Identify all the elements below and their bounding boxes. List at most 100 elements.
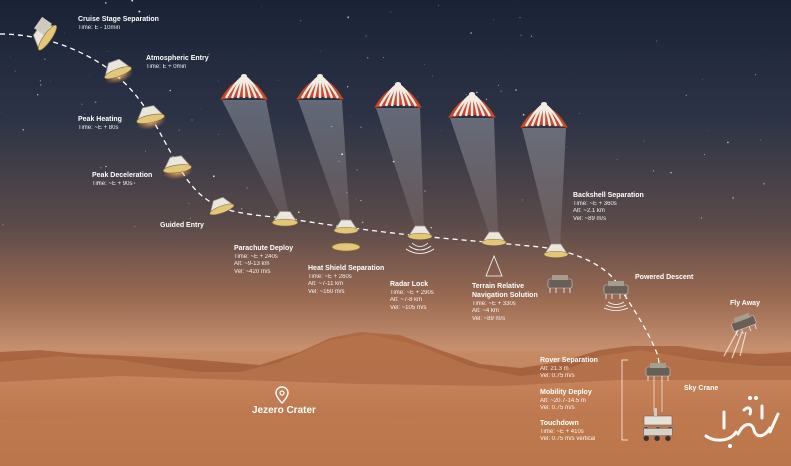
star xyxy=(131,0,134,2)
star xyxy=(521,199,523,201)
star xyxy=(439,130,441,131)
parachute-1 xyxy=(219,74,289,216)
stage-title: Atmospheric Entry xyxy=(146,55,209,62)
stage-detail: Alt: ~7-8 km xyxy=(390,297,423,304)
star xyxy=(88,75,90,76)
star xyxy=(520,34,522,37)
star xyxy=(652,170,655,172)
star xyxy=(430,226,432,229)
stage-detail: Time: E - 10min xyxy=(78,24,121,31)
star xyxy=(366,56,369,59)
star xyxy=(355,198,357,200)
label-backshell-separation: Backshell Separation Time: ~E + 360s Alt… xyxy=(573,192,644,223)
stage-title: Fly Away xyxy=(730,300,760,307)
star xyxy=(707,130,708,131)
star xyxy=(39,80,41,82)
star xyxy=(486,98,488,100)
star xyxy=(566,146,568,148)
star xyxy=(700,217,703,219)
star xyxy=(500,90,503,93)
star xyxy=(732,197,734,199)
capsule-backshell xyxy=(543,243,569,258)
star xyxy=(64,32,65,34)
stage-title: Cruise Stage Separation xyxy=(78,16,159,23)
capsule-trn xyxy=(481,231,507,246)
star xyxy=(350,116,351,117)
star xyxy=(133,8,134,9)
radar-wave-icon xyxy=(408,245,432,251)
star xyxy=(685,94,687,96)
star xyxy=(208,53,210,56)
stage-title: Rover Separation xyxy=(540,357,598,364)
star xyxy=(530,35,533,37)
star xyxy=(390,11,392,13)
thrust-wave-icon xyxy=(605,304,627,308)
stage-detail: Vel: 0.75 m/s vertical xyxy=(540,436,596,443)
star xyxy=(432,75,434,77)
bracket xyxy=(621,359,628,441)
star xyxy=(212,175,215,178)
stage-detail: Time: ~E + 410s xyxy=(540,428,584,435)
star xyxy=(178,129,180,131)
star xyxy=(482,88,483,89)
stage-detail: Alt: ~20.7-14.5 m xyxy=(540,397,586,404)
cruise-stage xyxy=(34,16,52,36)
star xyxy=(489,22,491,24)
stage-detail: Alt: ~2.1 km xyxy=(573,208,605,215)
star xyxy=(80,103,83,106)
stage-title: Radar Lock xyxy=(390,281,429,288)
stage-detail: Time: ~E + 290s xyxy=(390,289,434,296)
star xyxy=(727,141,729,144)
parachute-4 xyxy=(447,92,498,236)
stage-detail: Time: ~E + 90s xyxy=(92,180,133,187)
star xyxy=(200,108,201,110)
star xyxy=(424,63,426,65)
label-touchdown: Touchdown Time: ~E + 410s Vel: 0.75 m/s … xyxy=(540,420,595,444)
label-radar-lock: Radar Lock Time: ~E + 290s Alt: ~7-8 km … xyxy=(390,281,434,312)
parachute-5 xyxy=(519,102,569,248)
label-heat-shield-separation: Heat Shield Separation Time: ~E + 260s A… xyxy=(308,265,384,296)
rover-touchdown xyxy=(643,428,673,441)
star xyxy=(138,10,141,13)
star xyxy=(382,57,385,59)
capsule-guided-entry xyxy=(209,196,235,216)
stage-detail: Alt: ~9-13 km xyxy=(234,261,270,268)
star xyxy=(359,126,362,129)
star xyxy=(169,89,171,92)
stage-detail: Time: ~E + 330s xyxy=(472,300,516,307)
radar-wave-icon xyxy=(411,242,429,247)
descent-stage-powered xyxy=(603,281,629,299)
star xyxy=(261,6,262,7)
stage-title: Peak Heating xyxy=(78,116,122,123)
label-sky-crane: Sky Crane xyxy=(684,385,718,394)
stage-title: Parachute Deploy xyxy=(234,245,294,252)
star xyxy=(754,74,757,76)
star xyxy=(656,40,658,42)
stage-detail: Time: ~E + 360s xyxy=(573,200,617,207)
label-atmospheric-entry: Atmospheric Entry Time: E + 0min xyxy=(146,55,209,71)
star xyxy=(300,20,302,22)
capsule-parachute-deploy xyxy=(271,211,299,227)
stage-detail: Time: E + 0min xyxy=(146,63,187,70)
stage-detail: Alt: ~4 km xyxy=(472,308,499,314)
stage-detail: Alt: ~7-11 km xyxy=(308,281,344,288)
star xyxy=(616,159,618,160)
star xyxy=(319,50,321,52)
capsule-peak-deceleration xyxy=(162,155,193,180)
thrust-wave-icon xyxy=(603,307,629,311)
star xyxy=(246,187,248,189)
star xyxy=(105,165,107,168)
descent-stage-fly-away xyxy=(731,312,757,337)
star xyxy=(22,128,24,131)
star xyxy=(10,56,11,57)
stage-title: Peak Deceleration xyxy=(92,172,153,179)
star xyxy=(298,211,300,213)
fly-away-plume xyxy=(723,329,747,359)
star xyxy=(347,16,350,19)
stage-detail: Vel: ~89 m/s xyxy=(472,315,506,322)
stage-detail: Vel: 0.75 m/s xyxy=(540,405,575,412)
stage-title: Powered Descent xyxy=(635,274,694,281)
location-label: Jezero Crater xyxy=(252,405,316,416)
